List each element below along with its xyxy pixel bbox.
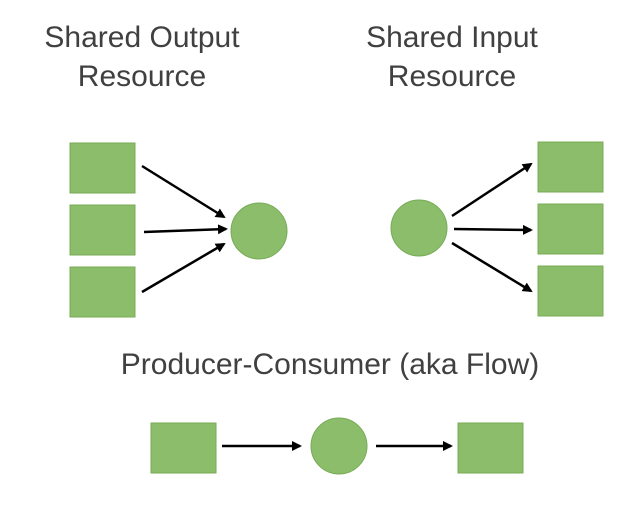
arrow-producer-1-to-resource — [141, 164, 226, 219]
producer-box-3 — [69, 266, 136, 318]
consumer-box-3 — [537, 265, 604, 317]
producer-box-2 — [69, 204, 136, 256]
shared-input-resource-circle — [390, 199, 448, 257]
shared-input-group — [390, 141, 604, 317]
shared-output-title-line-1: Shared Output — [44, 21, 240, 54]
arrow-producer-2-to-resource — [143, 224, 228, 235]
shared-input-title-line-1: Shared Input — [366, 21, 538, 54]
flow-resource-circle — [310, 417, 368, 475]
consumer-box-2 — [537, 203, 604, 255]
arrow-resource-to-consumer-1 — [451, 162, 533, 218]
producer-consumer-title: Producer-Consumer (aka Flow) — [120, 348, 540, 381]
shared-output-title-line-2: Resource — [77, 60, 207, 93]
consumer-box-1 — [537, 141, 604, 193]
producer-box-1 — [69, 142, 136, 194]
producer-consumer-group — [150, 417, 524, 475]
arrow-resource-to-consumer-2 — [453, 224, 533, 235]
shared-output-group — [69, 142, 288, 318]
shared-input-title-line-2: Resource — [387, 60, 517, 93]
flow-consumer-box — [457, 422, 524, 474]
shared-input-title: Shared Input Resource — [322, 18, 582, 96]
flow-producer-box — [150, 422, 217, 474]
shared-output-resource-circle — [230, 202, 288, 260]
shared-output-title: Shared Output Resource — [0, 18, 284, 96]
arrow-producer-3-to-resource — [141, 242, 226, 294]
arrow-resource-to-consumer-3 — [451, 241, 533, 293]
